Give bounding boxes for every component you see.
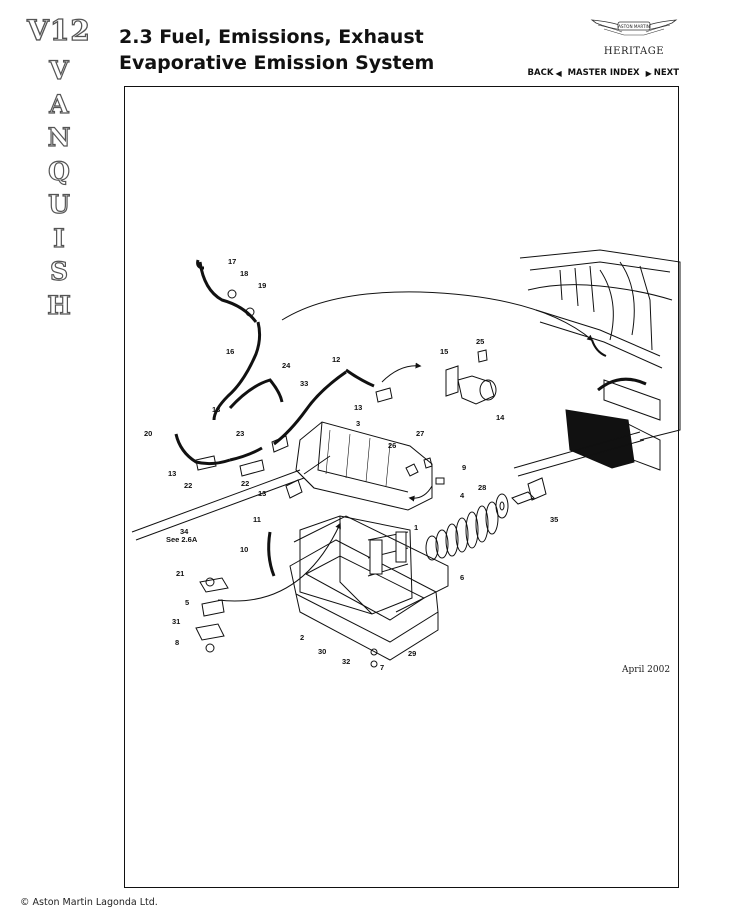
triangle-right-icon: ▶ xyxy=(645,68,652,78)
callout: 17 xyxy=(228,257,236,266)
brand-letter: U xyxy=(47,189,70,219)
brand-letter: N xyxy=(47,122,71,152)
callout: 24 xyxy=(282,361,291,370)
brand-letter: H xyxy=(47,290,72,320)
callout: 4 xyxy=(460,491,465,500)
callout: 8 xyxy=(175,638,179,647)
callout: 13 xyxy=(168,469,176,478)
master-index-label: MASTER INDEX xyxy=(567,68,640,78)
callout: 31 xyxy=(172,617,180,626)
callout: 33 xyxy=(300,379,308,388)
brand-letter: V xyxy=(49,55,70,85)
callout: 13 xyxy=(354,403,362,412)
callout: 22 xyxy=(184,481,192,490)
next-link[interactable]: ▶ NEXT xyxy=(646,68,679,78)
callout: 6 xyxy=(460,573,464,582)
callout: 26 xyxy=(388,441,396,450)
callout: 1 xyxy=(414,523,418,532)
callout: 34 xyxy=(180,527,189,536)
next-label: NEXT xyxy=(653,68,679,78)
callout: 15 xyxy=(440,347,448,356)
page-title: 2.3 Fuel, Emissions, Exhaust Evaporative… xyxy=(119,24,434,76)
callout-ref-note: See 2.6A xyxy=(166,535,198,544)
callout: 13 xyxy=(212,405,220,414)
brand-letter: I xyxy=(53,223,66,253)
callout: 13 xyxy=(258,489,266,498)
revision-date: April 2002 xyxy=(622,665,671,675)
model-name: V12 xyxy=(26,13,91,47)
callout: 7 xyxy=(380,663,384,672)
callout: 10 xyxy=(240,545,248,554)
callout: 2 xyxy=(300,633,304,642)
callout: 16 xyxy=(226,347,234,356)
logo-badge-text: ASTON MARTIN xyxy=(618,24,650,29)
callout-labels: 1 2 3 4 5 6 7 8 9 10 11 12 13 13 13 13 1… xyxy=(144,257,558,672)
brand-letter: S xyxy=(49,256,69,286)
callout: 21 xyxy=(176,569,184,578)
heritage-label: HERITAGE xyxy=(603,46,665,57)
triangle-left-icon: ◀ xyxy=(555,68,562,78)
callout: 19 xyxy=(258,281,266,290)
callout: 14 xyxy=(496,413,505,422)
diagram-frame xyxy=(124,86,679,888)
callout: 32 xyxy=(342,657,350,666)
master-index-link[interactable]: MASTER INDEX xyxy=(568,68,640,78)
section-subtitle: Evaporative Emission System xyxy=(119,52,435,74)
callout: 29 xyxy=(408,649,416,658)
aston-martin-wings-logo: ASTON MARTIN xyxy=(590,19,678,36)
brand-letter: A xyxy=(49,89,70,119)
back-link[interactable]: BACK ◀ xyxy=(528,68,562,78)
callout: 12 xyxy=(332,355,340,364)
callout: 3 xyxy=(356,419,360,428)
copyright-notice: © Aston Martin Lagonda Ltd. xyxy=(20,897,158,908)
callout: 18 xyxy=(240,269,248,278)
callout: 20 xyxy=(144,429,152,438)
callout: 5 xyxy=(185,598,189,607)
callout: 22 xyxy=(241,479,249,488)
callout: 27 xyxy=(416,429,424,438)
callout: 35 xyxy=(550,515,558,524)
brand-letter: Q xyxy=(48,156,71,186)
page-nav: BACK ◀ MASTER INDEX ▶ NEXT xyxy=(528,68,679,78)
back-label: BACK xyxy=(527,68,554,78)
callout: 25 xyxy=(476,337,484,346)
callout: 23 xyxy=(236,429,244,438)
callout: 30 xyxy=(318,647,326,656)
callout: 11 xyxy=(253,515,261,524)
callout: 9 xyxy=(462,463,466,472)
section-title: 2.3 Fuel, Emissions, Exhaust xyxy=(119,26,424,48)
callout: 28 xyxy=(478,483,486,492)
side-brand: V12 V A N Q U I S H xyxy=(14,13,104,322)
